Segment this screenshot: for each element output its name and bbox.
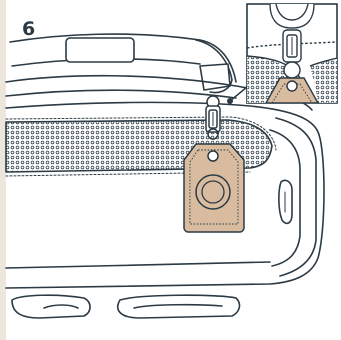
zoom-inset-illustration (247, 4, 337, 103)
step-number: 6 (22, 20, 35, 39)
